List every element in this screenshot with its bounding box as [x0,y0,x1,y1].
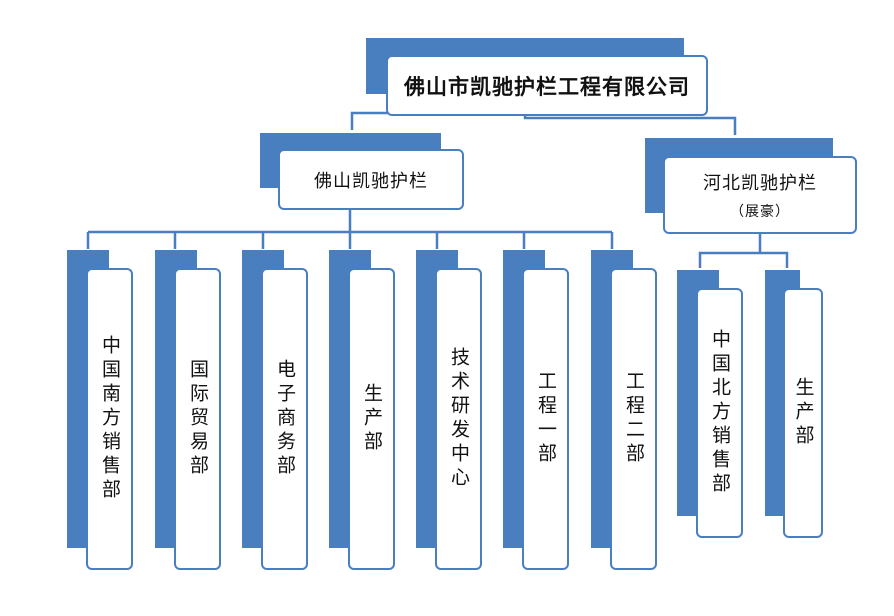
dept-node-box: 技术研发中心 [435,268,482,570]
root-node: 佛山市凯驰护栏工程有限公司 [366,38,708,118]
branch-foshan-label: 佛山凯驰护栏 [314,170,428,192]
dept-node-box: 生产部 [783,288,823,538]
dept-node: 电子商务部 [242,250,308,570]
dept-node: 工程二部 [591,250,657,570]
branch-node-hebei: 河北凯驰护栏 （展豪） [645,138,857,236]
dept-node: 工程一部 [503,250,569,570]
dept-node: 中国南方销售部 [67,250,133,570]
dept-node: 生产部 [329,250,395,570]
connector-branch2-departments [698,234,789,268]
dept-label: 生产部 [792,377,815,449]
dept-node-box: 生产部 [348,268,395,570]
dept-node: 技术研发中心 [416,250,482,570]
dept-label: 工程二部 [623,371,645,467]
dept-node: 国际贸易部 [155,250,221,570]
dept-label: 工程一部 [535,371,557,467]
dept-node-box: 电子商务部 [261,268,308,570]
branch-node-foshan-box: 佛山凯驰护栏 [278,149,464,210]
branch-hebei-note: （展豪） [730,204,790,220]
dept-label: 中国北方销售部 [709,329,731,497]
dept-node: 生产部 [765,270,823,538]
dept-label: 国际贸易部 [187,359,209,479]
dept-node-box: 工程二部 [610,268,657,570]
branch-node-hebei-box: 河北凯驰护栏 （展豪） [663,156,857,234]
branch-node-foshan: 佛山凯驰护栏 [260,133,464,211]
dept-node-box: 中国南方销售部 [86,268,133,570]
dept-node: 中国北方销售部 [677,270,743,538]
connector-branch1-departments [86,208,614,249]
dept-label: 生产部 [361,383,383,455]
dept-label: 技术研发中心 [448,347,470,491]
dept-label: 中国南方销售部 [99,335,121,503]
dept-node-box: 工程一部 [522,268,569,570]
company-title: 佛山市凯驰护栏工程有限公司 [404,73,690,99]
dept-node-box: 中国北方销售部 [696,288,743,538]
root-node-box: 佛山市凯驰护栏工程有限公司 [386,55,708,116]
branch-hebei-label: 河北凯驰护栏 [703,173,817,194]
dept-label: 电子商务部 [274,359,296,479]
dept-node-box: 国际贸易部 [174,268,221,570]
